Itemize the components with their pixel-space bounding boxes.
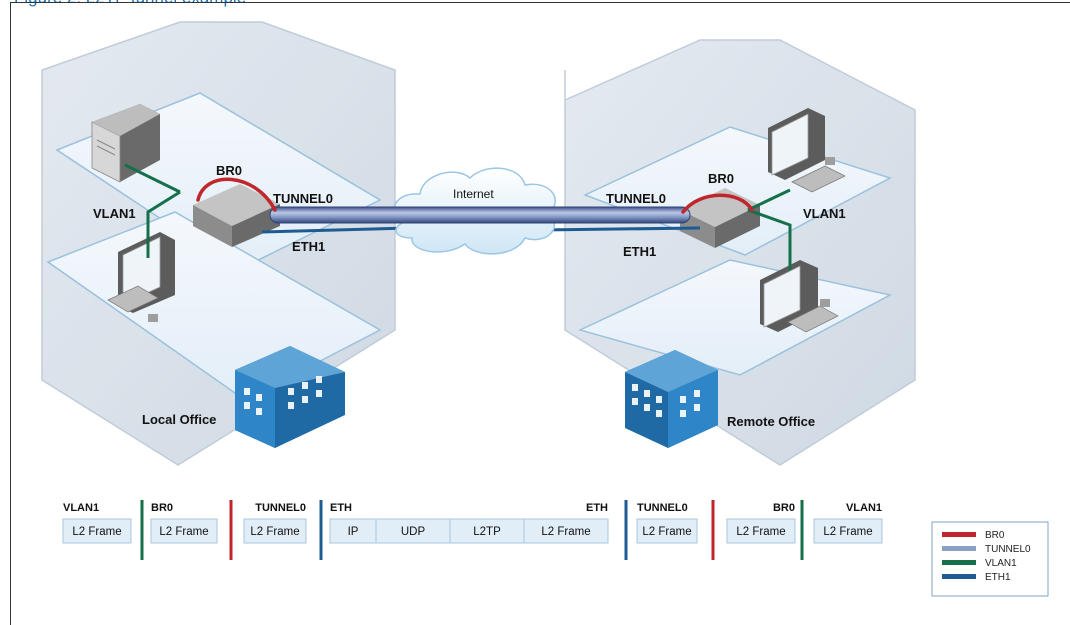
- frame-segment-label: TUNNEL0: [637, 502, 688, 514]
- frame-segment-label-right: ETH: [586, 502, 608, 514]
- frame-box-label: UDP: [401, 526, 426, 538]
- legend-label: VLAN1: [985, 558, 1017, 569]
- remote-br0-label: BR0: [708, 171, 734, 186]
- local-pc-icon: [107, 232, 175, 322]
- tunnel0-pipe: [269, 206, 691, 224]
- remote-building-icon: [625, 350, 718, 448]
- frame-box: [150, 518, 218, 544]
- frame-segment-label: BR0: [151, 502, 173, 514]
- legend-swatch: [942, 560, 976, 565]
- legend-swatch: [942, 546, 976, 551]
- br0-arcs: [196, 177, 754, 214]
- remote-pc-upper-icon: [768, 108, 846, 193]
- frame-segment-label: VLAN1: [63, 502, 99, 514]
- frame-box-label: IP: [348, 526, 359, 538]
- local-vlan-label: VLAN1: [93, 206, 136, 221]
- remote-office-label: Remote Office: [727, 414, 815, 429]
- remote-pc-lower-icon: [760, 260, 839, 333]
- legend-label: TUNNEL0: [985, 544, 1031, 555]
- eth1-links: [261, 226, 701, 234]
- local-router-icon: [193, 184, 280, 247]
- local-office-zone: [41, 21, 396, 466]
- frame-encapsulation-row: VLAN1 L2 Frame BR0 L2 Frame TUNNEL0 L2 Frame E…: [62, 500, 883, 560]
- figure-title-clip: Figure 2: L2TP tunnel example: [14, 0, 414, 10]
- frame-box: [329, 518, 377, 544]
- frame-box: [62, 518, 132, 544]
- remote-eth-label: ETH1: [623, 244, 656, 259]
- internet-label: Internet: [453, 187, 494, 201]
- frame-box: [375, 518, 451, 544]
- legend-label: ETH1: [985, 572, 1011, 583]
- frame-segment-label: BR0: [773, 502, 795, 514]
- frame-segment-label: VLAN1: [846, 502, 882, 514]
- legend-swatch: [942, 532, 976, 537]
- server-icon: [91, 104, 160, 183]
- frame-box-label: L2 Frame: [642, 526, 691, 538]
- figure-frame: [10, 2, 1070, 625]
- frame-box: [243, 518, 307, 544]
- frame-box: [636, 518, 698, 544]
- frame-box-label: L2TP: [473, 526, 501, 538]
- frame-box: [523, 518, 609, 544]
- frame-segment-label: TUNNEL0: [255, 502, 306, 514]
- frame-box: [726, 518, 796, 544]
- frame-box-label: L2 Frame: [736, 526, 785, 538]
- frame-segment-label: ETH: [330, 502, 352, 514]
- frame-box-label: L2 Frame: [823, 526, 872, 538]
- remote-vlan-label: VLAN1: [803, 206, 846, 221]
- frame-box-label: L2 Frame: [541, 526, 590, 538]
- frame-box-label: L2 Frame: [159, 526, 208, 538]
- figure-title: Figure 2: L2TP tunnel example: [14, 0, 246, 8]
- local-eth-label: ETH1: [292, 239, 325, 254]
- legend-swatch: [942, 574, 976, 579]
- frame-box-label: L2 Frame: [72, 526, 121, 538]
- frame-box-label: L2 Frame: [250, 526, 299, 538]
- frame-box: [449, 518, 525, 544]
- remote-tunnel-label: TUNNEL0: [606, 191, 666, 206]
- local-tunnel-label: TUNNEL0: [273, 191, 333, 206]
- remote-office-zone: [564, 39, 916, 466]
- local-building-icon: [235, 346, 345, 448]
- local-office-label: Local Office: [142, 412, 216, 427]
- vlan1-links: [124, 163, 792, 270]
- legend-label: BR0: [985, 530, 1005, 541]
- local-br0-label: BR0: [216, 163, 242, 178]
- frame-box: [813, 518, 883, 544]
